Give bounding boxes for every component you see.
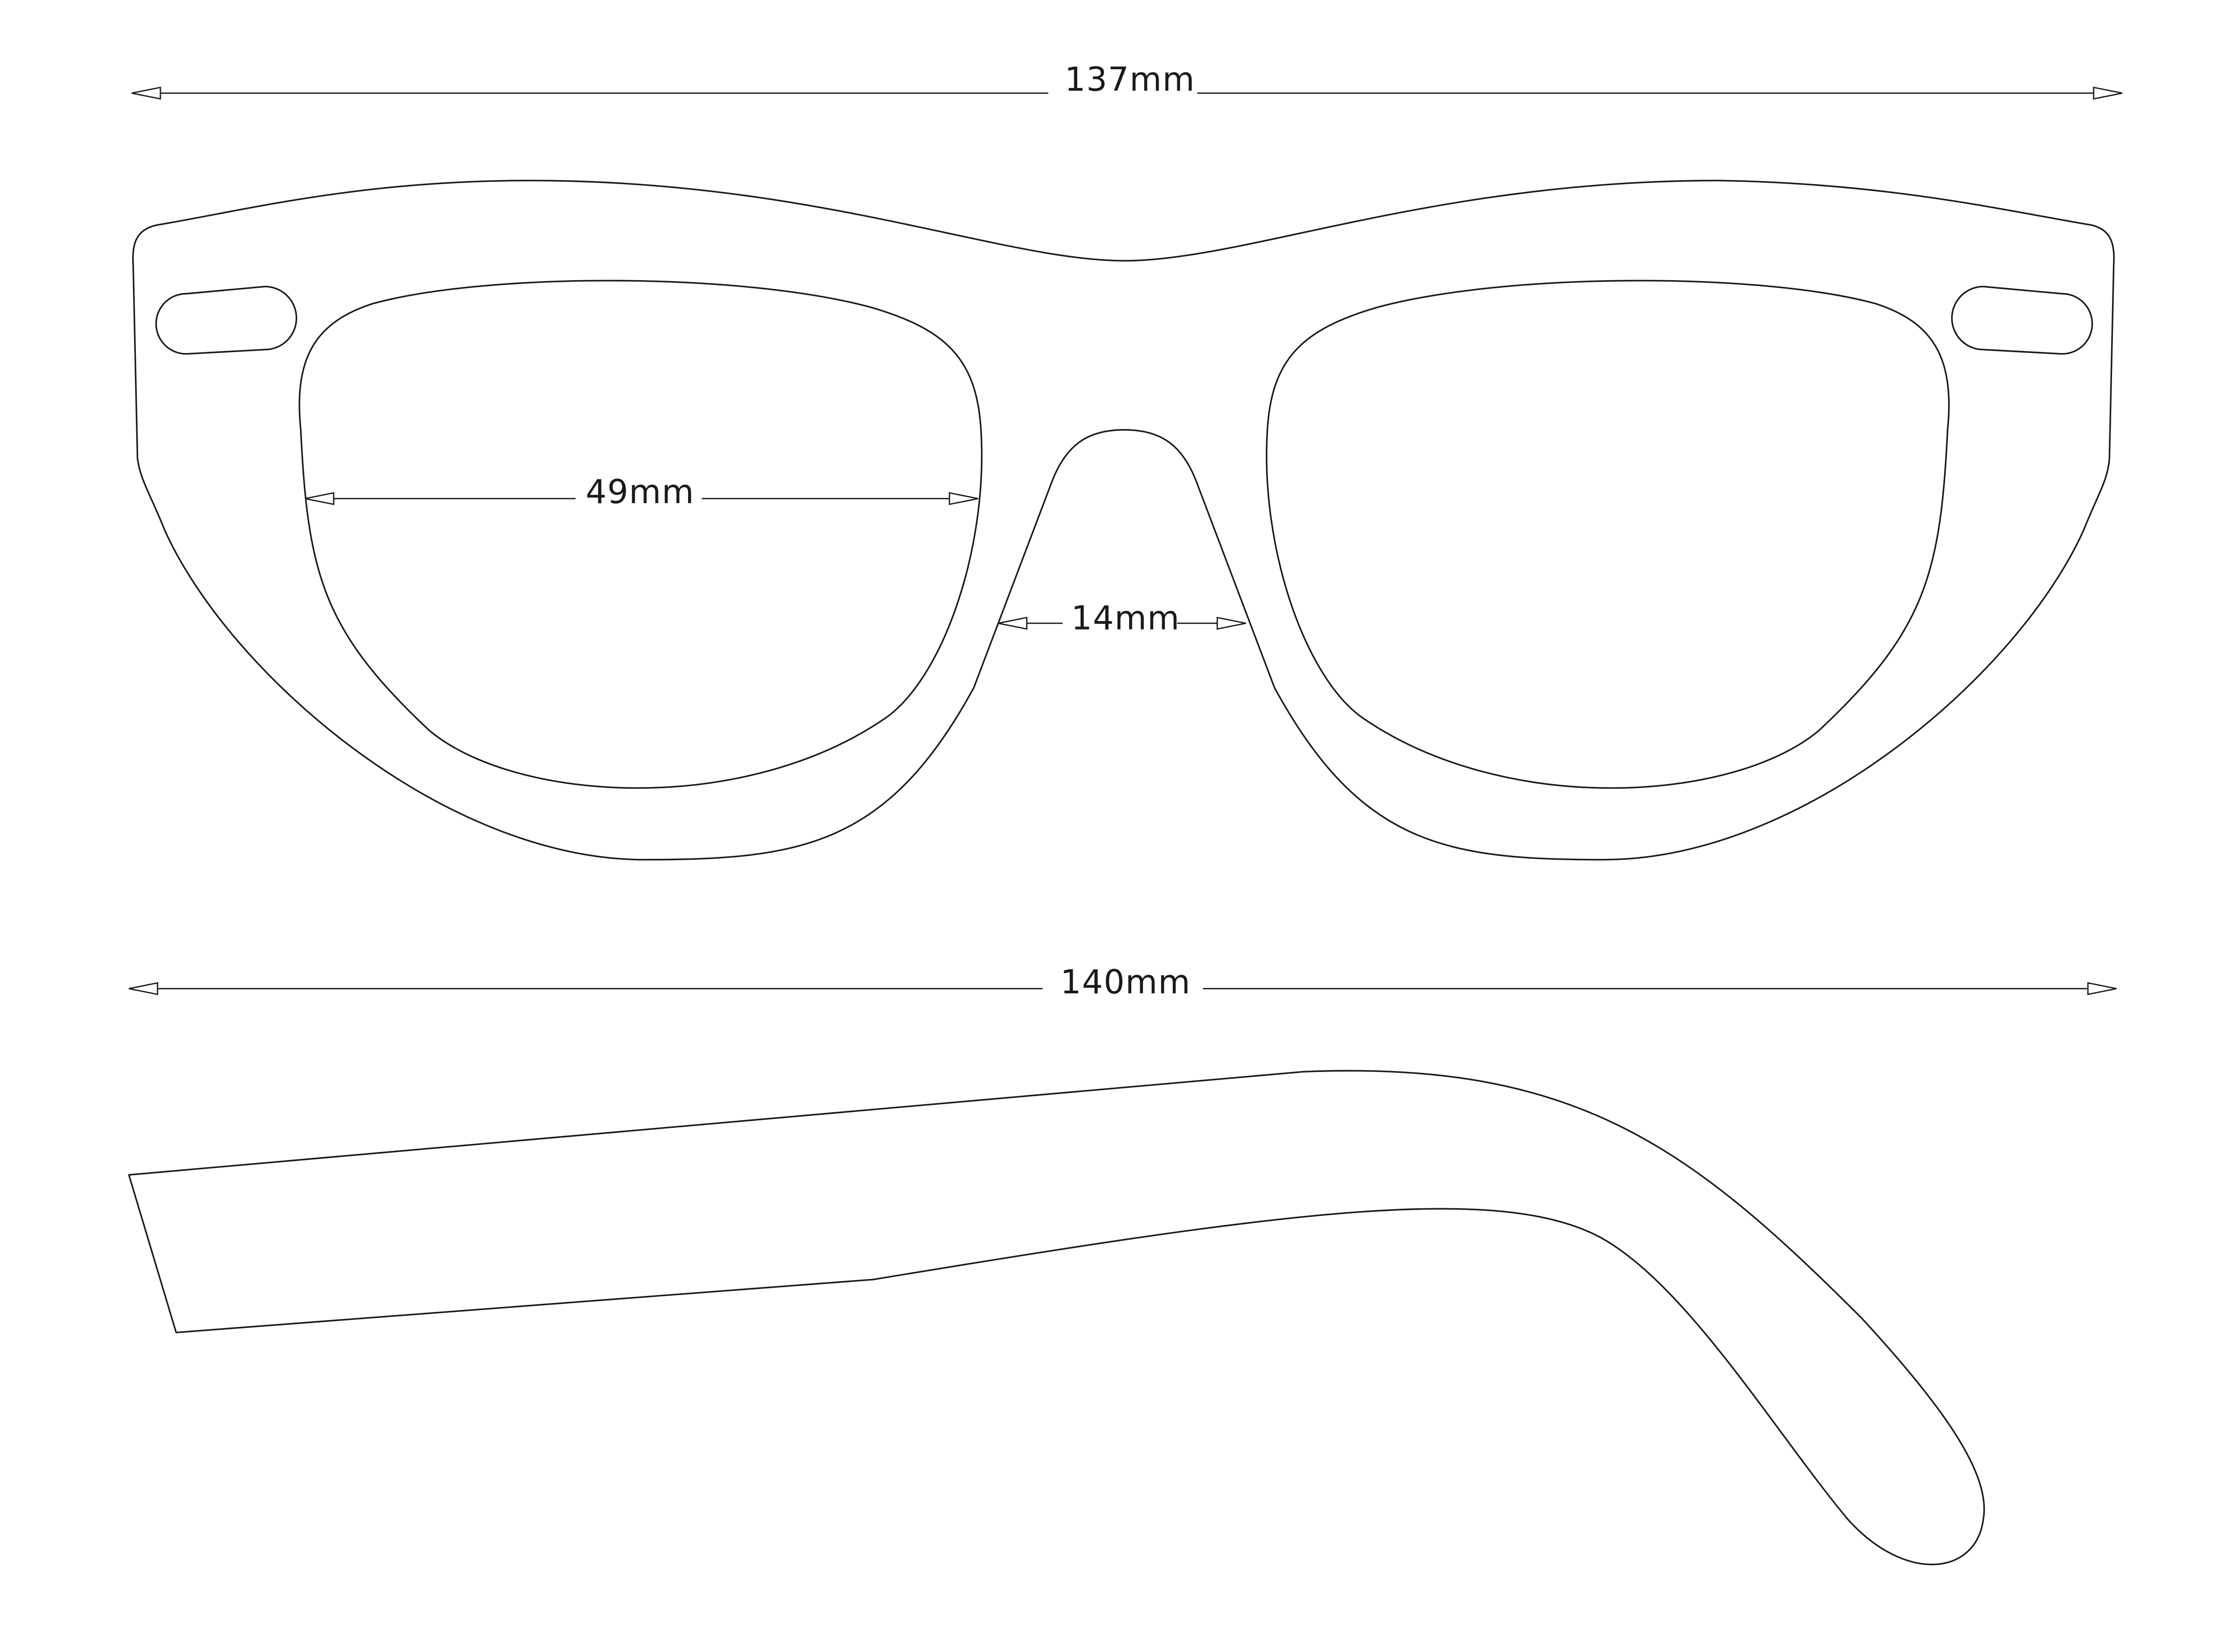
temple-length-dimension: 140mm — [129, 963, 2117, 1001]
frame-width-dimension: 137mm — [131, 61, 2123, 100]
left-hinge-slot — [155, 286, 298, 355]
arrow-right-icon — [1216, 617, 1246, 630]
arrow-right-icon — [949, 492, 978, 505]
lens-width-label: 49mm — [586, 473, 695, 511]
arrow-right-icon — [2087, 982, 2117, 996]
arrow-left-icon — [129, 982, 159, 996]
frame-outline — [132, 180, 2115, 861]
right-hinge-slot — [1951, 286, 2093, 355]
bridge-width-label: 14mm — [1071, 599, 1180, 637]
temple-arm — [128, 1070, 1985, 1565]
frame-front — [132, 180, 2115, 861]
temple-length-label: 140mm — [1060, 963, 1191, 1001]
arrow-right-icon — [2093, 86, 2123, 100]
frame-width-label: 137mm — [1065, 61, 1195, 99]
right-lens — [1266, 280, 1950, 789]
arrow-left-icon — [305, 492, 335, 505]
left-lens — [298, 280, 983, 789]
arrow-left-icon — [131, 86, 161, 100]
arrow-left-icon — [998, 617, 1028, 630]
lens-width-dimension: 49mm — [305, 473, 978, 511]
bridge-width-dimension: 14mm — [998, 599, 1246, 637]
